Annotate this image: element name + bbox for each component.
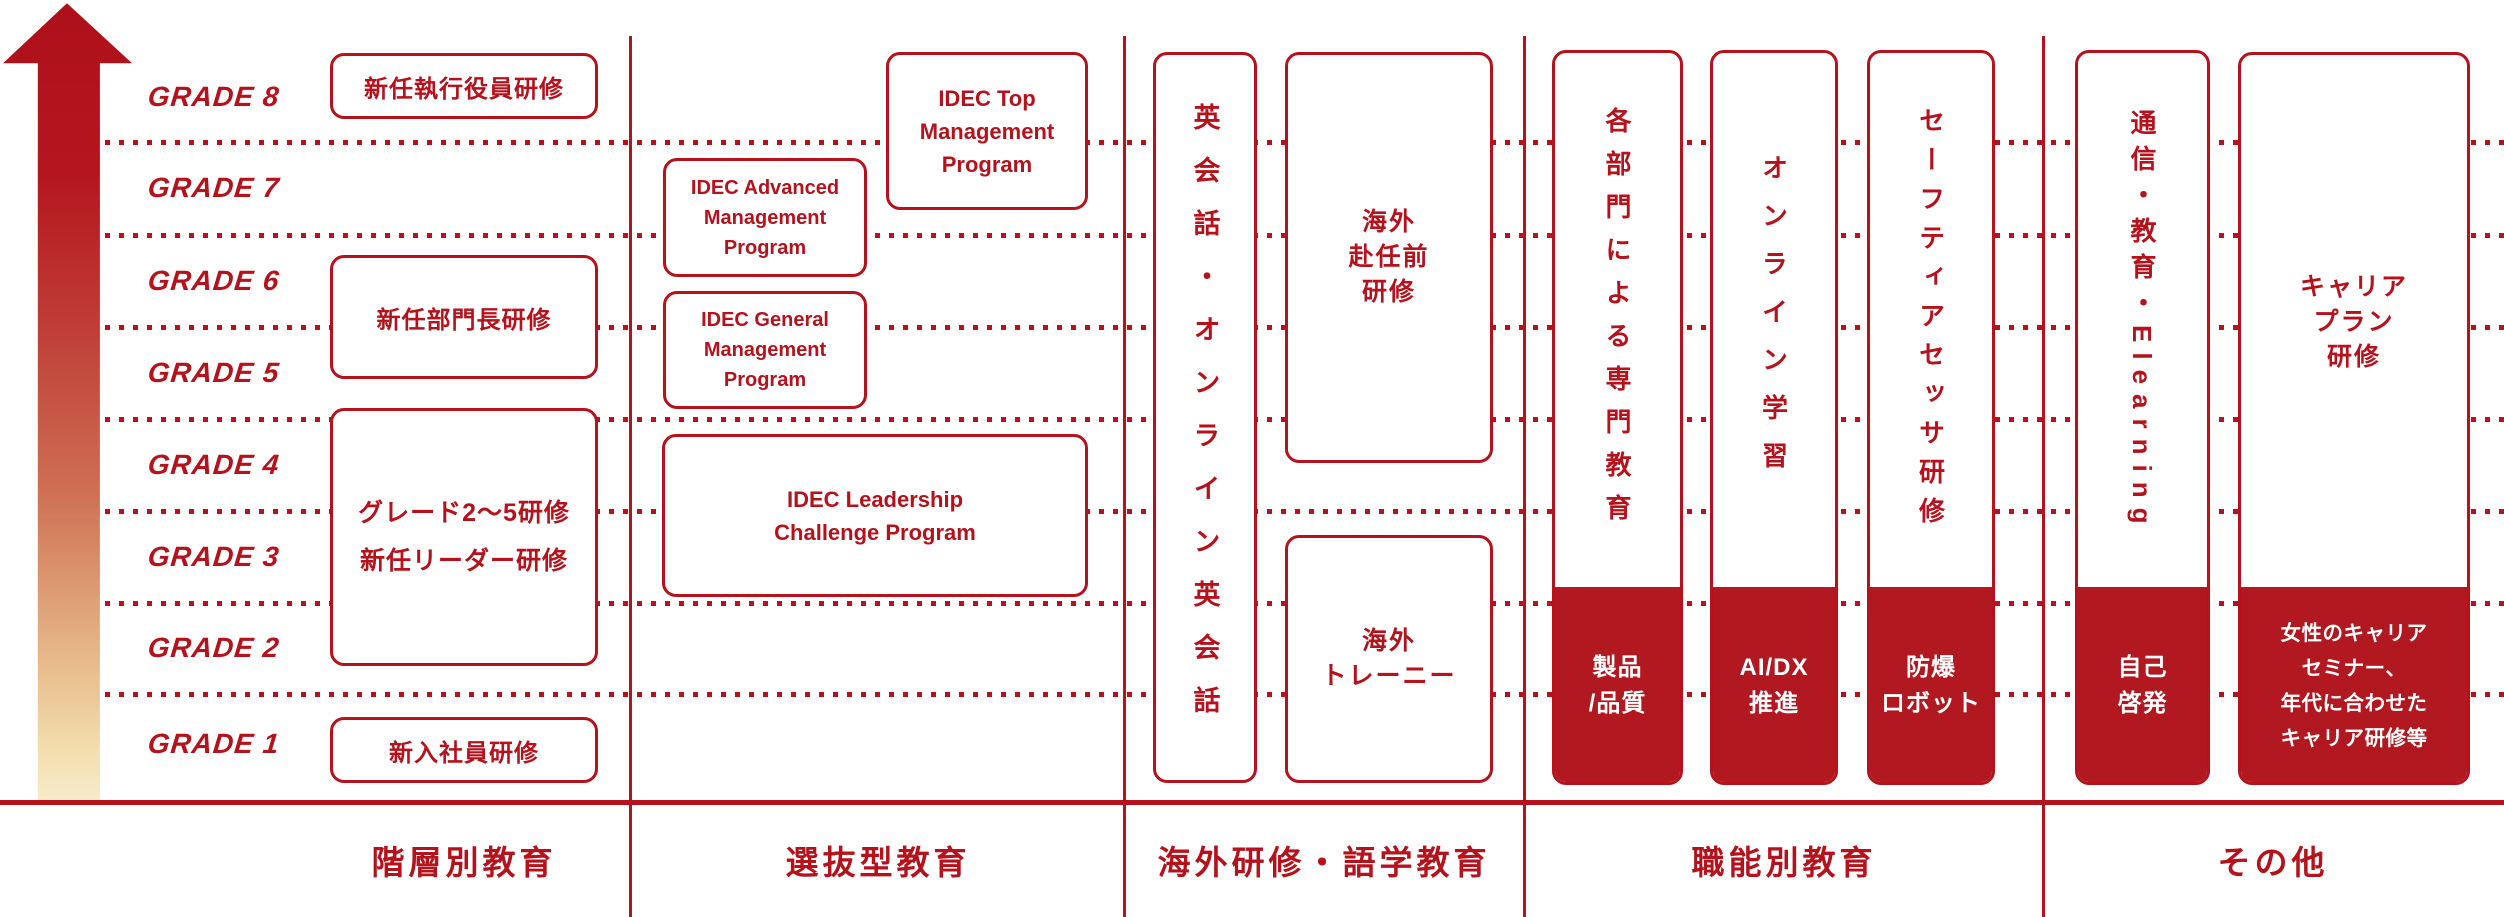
program-label-line: Management [919, 118, 1055, 144]
grade-label-3: GRADE 3 [146, 541, 282, 572]
red-subsection-ai-dx: AI/DX 推進 [1713, 587, 1835, 782]
program-box-english-conversation: 英会話・オンライン英会話 [1153, 52, 1257, 783]
program-box-new-employee-training: 新入社員研修 [330, 717, 598, 783]
grade-label-1: GRADE 1 [146, 728, 282, 759]
program-label-line: 海外 [1361, 208, 1416, 236]
program-box-idec-advanced-management: IDEC Advanced Management Program [663, 158, 867, 277]
subsection-label-line: 年代に合わせた [2280, 692, 2428, 715]
program-label-line: プラン [2313, 308, 2395, 336]
category-divider-1 [629, 36, 632, 917]
program-label-line: 研修 [2326, 343, 2381, 371]
vertical-text-wrap: 英会話・オンライン英会話 [1156, 55, 1254, 780]
program-box-grade2-5-training: グレード2〜5研修 新任リーダー研修 [330, 408, 598, 666]
category-divider-2 [1123, 36, 1126, 917]
subsection-label-line: 自己 [2117, 654, 2168, 681]
subsection-label-line: 啓発 [2117, 690, 2168, 717]
program-label-line: キャリア [2299, 273, 2408, 301]
category-label-overseas: 海外研修・語学教育 [1157, 844, 1491, 881]
program-label-line: グレード2〜5研修 [358, 499, 570, 527]
program-label: 新任執行役員研修 [364, 75, 564, 103]
program-label-line: トレーニー [1321, 662, 1457, 690]
program-box-correspondence-elearning: 通信・教育・Elearning 自己 啓発 [2075, 50, 2210, 785]
program-label-line: Management [703, 339, 827, 361]
category-separator-line [0, 800, 2504, 805]
category-divider-3 [1523, 36, 1526, 917]
grade-growth-arrow-icon [2, 3, 133, 801]
red-subsection-product-quality: 製品 /品質 [1555, 587, 1680, 782]
horizontal-text-wrap: キャリア プラン 研修 [2241, 55, 2467, 590]
program-label: オンライン学習 [1758, 153, 1789, 490]
program-box-department-specialized-education: 各部門による専門教育 製品 /品質 [1552, 50, 1683, 785]
program-box-new-executive-training: 新任執行役員研修 [330, 53, 598, 119]
category-label-other: その他 [2217, 844, 2329, 881]
red-subsection-womens-career-seminar: 女性のキャリア セミナー、 年代に合わせた キャリア研修等 [2241, 587, 2467, 782]
vertical-text-wrap: 通信・教育・Elearning [2078, 53, 2207, 590]
program-label-line: Program [723, 236, 807, 259]
program-label-line: IDEC Leadership [786, 486, 964, 512]
program-label: 通信・教育・Elearning [2127, 109, 2157, 534]
vertical-text-wrap: オンライン学習 [1713, 53, 1835, 590]
subsection-label-line: キャリア研修等 [2280, 727, 2428, 750]
grade-label-5: GRADE 5 [146, 357, 282, 388]
program-label-line: IDEC Advanced [690, 176, 840, 199]
category-divider-4 [2042, 36, 2045, 917]
subsection-label-line: /品質 [1588, 690, 1647, 717]
program-box-online-learning: オンライン学習 AI/DX 推進 [1710, 50, 1838, 785]
program-label-line: Management [703, 206, 827, 229]
program-label-line: Program [941, 151, 1033, 177]
grade-label-2: GRADE 2 [146, 632, 282, 663]
program-label: 英会話・オンライン英会話 [1189, 102, 1220, 739]
subsection-label-line: ロボット [1881, 690, 1981, 717]
program-box-idec-top-management: IDEC Top Management Program [886, 52, 1088, 210]
program-label-line: IDEC General [701, 309, 829, 331]
vertical-text-wrap: セーフティアセッサ研修 [1870, 53, 1992, 590]
program-label-line: 研修 [1361, 278, 1416, 306]
program-label: 各部門による専門教育 [1602, 106, 1632, 537]
subsection-label-line: 製品 [1592, 654, 1643, 681]
grade-label-6: GRADE 6 [146, 265, 282, 296]
program-label-line: 赴任前 [1348, 243, 1430, 271]
program-box-safety-assessor-training: セーフティアセッサ研修 防爆 ロボット [1867, 50, 1995, 785]
program-label-line: 新任リーダー研修 [359, 547, 568, 575]
program-box-pre-overseas-assignment: 海外 赴任前 研修 [1285, 52, 1493, 463]
subsection-label-line: 防爆 [1906, 654, 1956, 681]
program-box-new-division-head-training: 新任部門長研修 [330, 255, 598, 379]
subsection-label-line: セミナー、 [2301, 657, 2407, 680]
category-label-selective: 選抜型教育 [785, 844, 971, 881]
grade-label-4: GRADE 4 [146, 449, 282, 480]
red-subsection-explosion-proof-robot: 防爆 ロボット [1870, 587, 1992, 782]
program-label: 新入社員研修 [389, 739, 539, 767]
program-label-line: Program [723, 369, 807, 391]
program-label: セーフティアセッサ研修 [1915, 107, 1946, 536]
subsection-label-line: 女性のキャリア [2280, 622, 2428, 645]
program-label-line: 海外 [1361, 627, 1416, 655]
category-label-hierarchical: 階層別教育 [371, 844, 557, 881]
vertical-text-wrap: 各部門による専門教育 [1555, 53, 1680, 590]
program-label-line: IDEC Top [938, 85, 1036, 111]
program-box-overseas-trainee: 海外 トレーニー [1285, 535, 1493, 783]
grade-label-8: GRADE 8 [146, 81, 282, 112]
program-label: 新任部門長研修 [376, 306, 552, 334]
grade-label-7: GRADE 7 [146, 172, 282, 203]
subsection-label-line: AI/DX [1739, 654, 1809, 681]
program-box-idec-general-management: IDEC General Management Program [663, 291, 867, 409]
program-label-line: Challenge Program [774, 519, 976, 545]
subsection-label-line: 推進 [1749, 690, 1799, 717]
grade-dotted-line-5 [105, 509, 2504, 514]
program-box-career-plan-training: キャリア プラン 研修 女性のキャリア セミナー、 年代に合わせた キャリア研修… [2238, 52, 2470, 785]
category-label-functional: 職能別教育 [1691, 844, 1877, 881]
program-box-idec-leadership-challenge: IDEC Leadership Challenge Program [662, 434, 1088, 597]
red-subsection-self-development: 自己 啓発 [2078, 587, 2207, 782]
